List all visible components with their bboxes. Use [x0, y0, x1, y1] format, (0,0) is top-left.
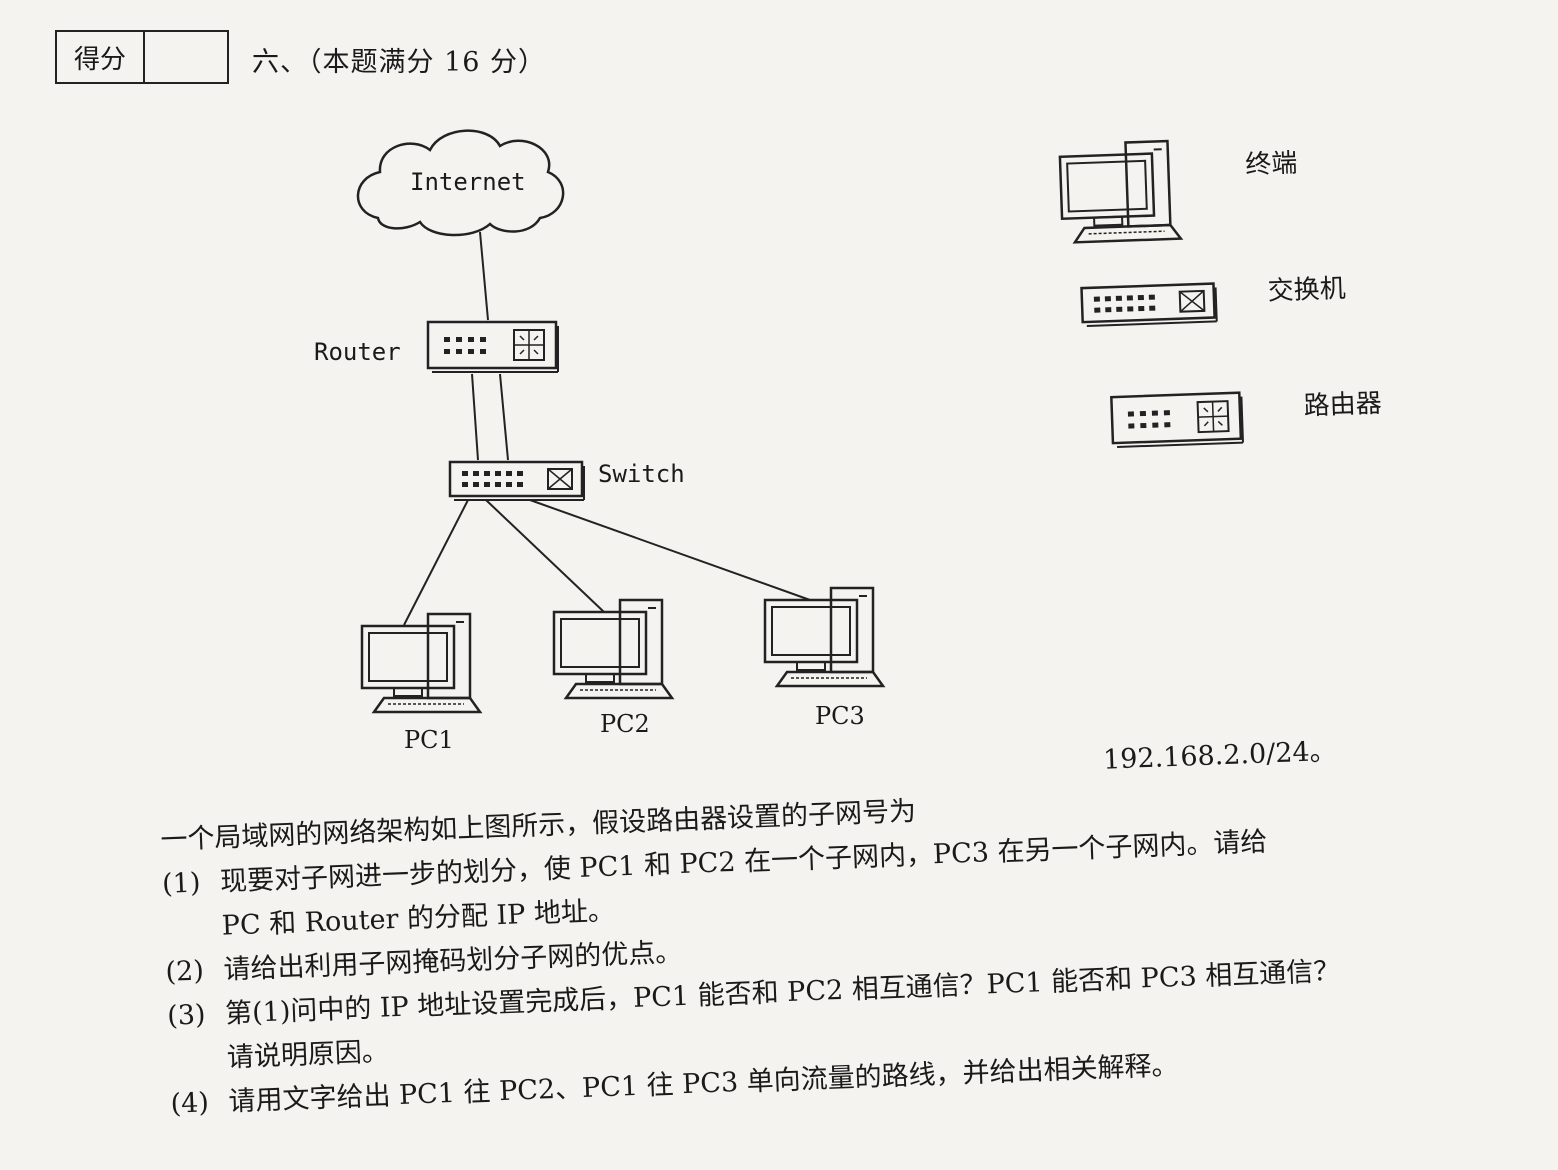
question-item-number: (2) — [164, 955, 205, 988]
question-item-number: (4) — [170, 1087, 210, 1120]
pc2-label: PC2 — [600, 710, 650, 738]
legend-switch-icon — [1080, 282, 1219, 328]
internet-cloud-icon — [356, 129, 565, 237]
pc3-icon — [763, 586, 885, 688]
legend-router-label: 路由器 — [1303, 389, 1382, 422]
switch-device-icon — [448, 460, 586, 502]
switch-pc1-link — [403, 499, 469, 626]
pc3-label: PC3 — [815, 702, 865, 730]
score-label: 得分 — [57, 32, 145, 82]
legend: 终端 交换机 路由器 — [1058, 139, 1382, 449]
pc2-icon — [552, 598, 674, 700]
question-item-number: (1) — [161, 867, 202, 900]
legend-switch-label: 交换机 — [1267, 274, 1346, 307]
router-device-icon — [426, 320, 560, 374]
score-box: 得分 — [55, 30, 229, 84]
internet-label: Internet — [410, 168, 526, 196]
question-intro-tail: 请给 — [1212, 826, 1268, 860]
legend-router-icon — [1110, 391, 1245, 449]
switch-pc2-link — [485, 499, 605, 613]
pc1-label: PC1 — [404, 726, 454, 754]
router-switch-link-b — [499, 373, 509, 461]
switch-pc3-link — [529, 499, 811, 601]
legend-terminal-icon — [1058, 139, 1183, 244]
question-item-number: (3) — [166, 999, 207, 1032]
section-heading: 六、（本题满分 16 分） — [252, 47, 547, 78]
pc1-icon — [360, 612, 482, 714]
legend-terminal-label: 终端 — [1245, 149, 1298, 181]
switch-label: Switch — [598, 460, 685, 488]
question-text: 192.168.2.0/24。 一个局域网的网络架构如上图所示，假设路由器设置的… — [158, 724, 1501, 1127]
router-switch-link-a — [471, 373, 479, 461]
internet-router-link — [479, 231, 489, 321]
router-label: Router — [314, 338, 401, 366]
network-diagram: Internet Router Switch PC1 PC2 PC3 终端 交换… — [314, 129, 1382, 754]
